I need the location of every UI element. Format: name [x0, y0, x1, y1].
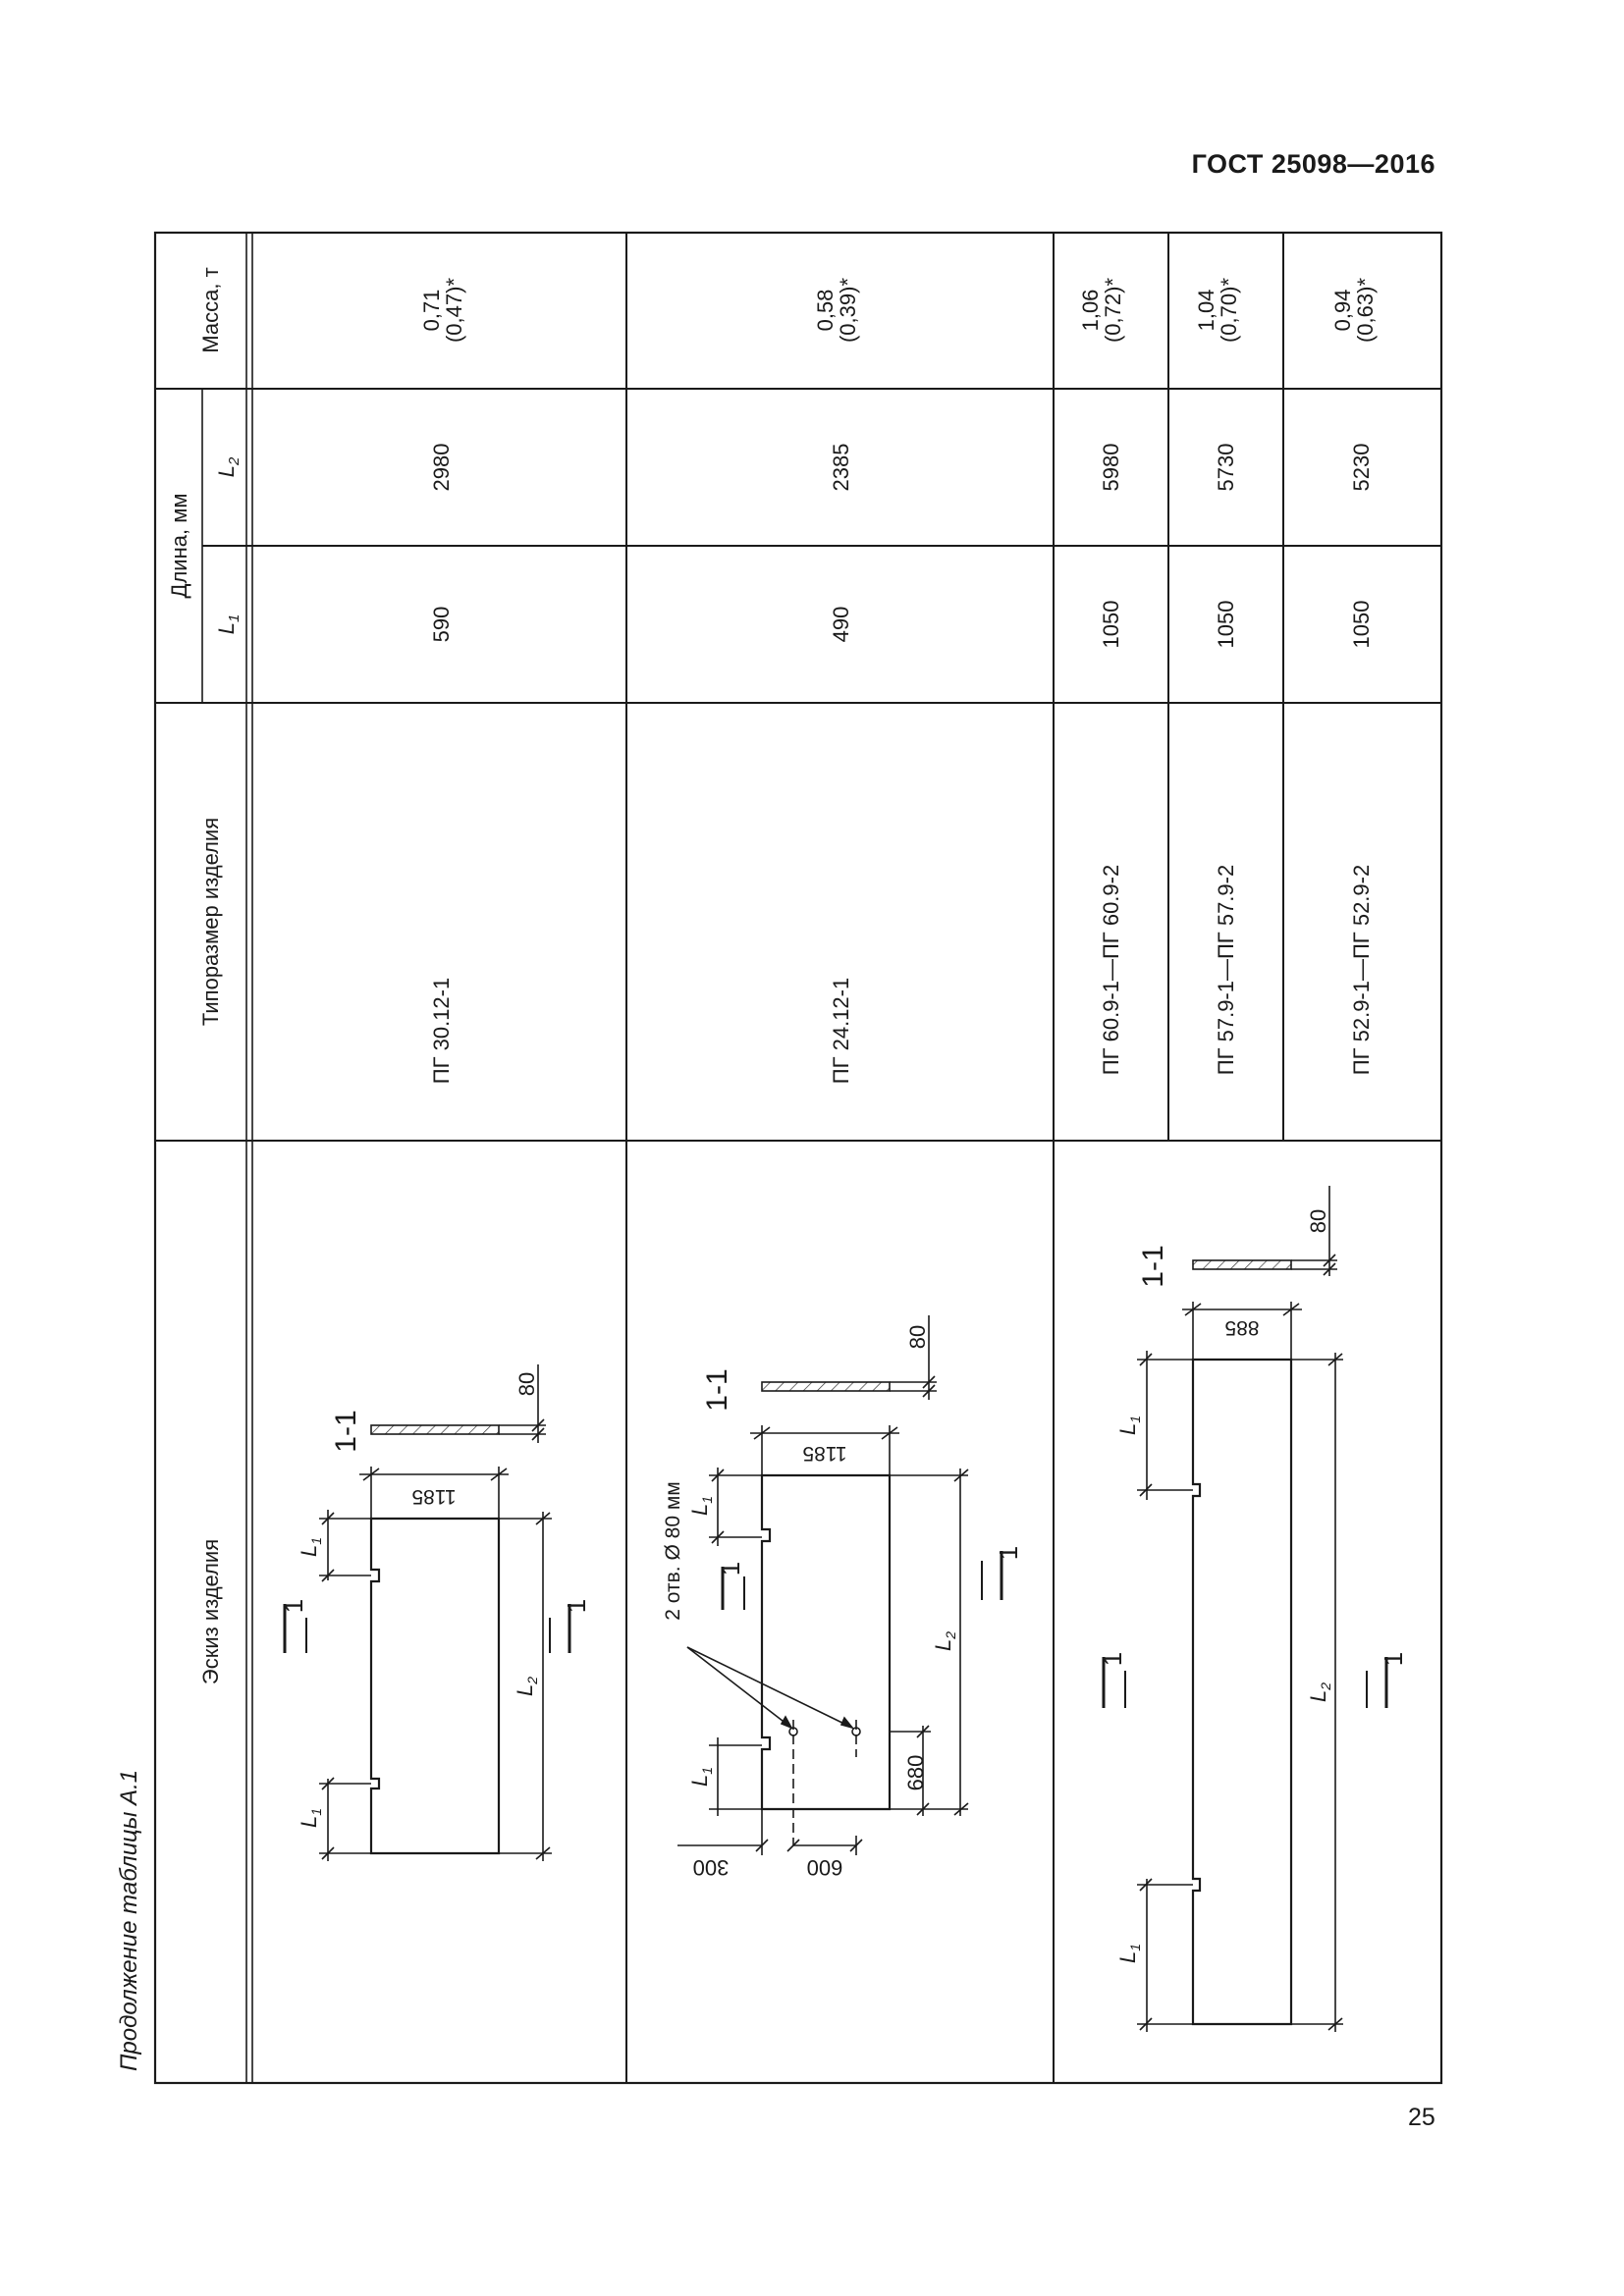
- sketch-1-thickness: 80: [514, 1372, 539, 1396]
- sketch-3-l1-top: L1: [1115, 1415, 1143, 1435]
- row-5-type: ПГ 52.9-1—ПГ 52.9-2: [1349, 865, 1374, 1075]
- page-number: 25: [1408, 2104, 1435, 2131]
- sketch-3-section-label: 1-1: [1137, 1245, 1169, 1287]
- row-1-l1: 590: [429, 607, 454, 643]
- row-2-l1: 490: [829, 607, 853, 643]
- sketch-3-thickness: 80: [1306, 1209, 1330, 1233]
- sketch-3-mark-left: 1: [1098, 1652, 1127, 1666]
- row-2-mass: 0,58: [813, 290, 838, 332]
- sketch-1-section-label: 1-1: [330, 1410, 362, 1452]
- row-3-mass: 1,06: [1078, 290, 1103, 332]
- row-4-l1: 1050: [1214, 601, 1238, 649]
- row-5-l2: 5230: [1349, 444, 1374, 492]
- sketch-3-width: 885: [1224, 1316, 1259, 1339]
- row-1-l2: 2980: [429, 444, 454, 492]
- row-1-mass-alt: (0,47)*: [442, 278, 466, 343]
- sketch-2-width: 1185: [802, 1442, 846, 1465]
- row-3-l2: 5980: [1099, 444, 1123, 492]
- sketch-2-l1-top: L1: [687, 1496, 715, 1516]
- row-2-l2: 2385: [829, 444, 853, 492]
- sketch-2-mark-right: 1: [994, 1546, 1023, 1560]
- sketch-2-l1-bottom: L1: [687, 1767, 715, 1787]
- standard-number: ГОСТ 25098—2016: [1191, 149, 1435, 179]
- row-5-l1: 1050: [1349, 601, 1374, 649]
- row-3-type: ПГ 60.9-1—ПГ 60.9-2: [1099, 865, 1123, 1075]
- sketch-1-mark-right: 1: [562, 1599, 591, 1613]
- sketch-1-mark-left: 1: [279, 1599, 308, 1613]
- table-rows: 0,71 (0,47)* 2980 590 ПГ 30.12-1 0,58 (0…: [419, 278, 1378, 1085]
- sketch-3: [1102, 1186, 1388, 2032]
- sketch-3-l1-bottom: L1: [1115, 1944, 1143, 1963]
- sketch-2-thickness: 80: [905, 1325, 930, 1349]
- row-3-l1: 1050: [1099, 601, 1123, 649]
- sketch-2-mark-left: 1: [716, 1562, 745, 1575]
- header-l1: L1: [214, 614, 243, 635]
- sketch-2-section-label: 1-1: [701, 1368, 733, 1411]
- sketch-1-l1-top: L1: [297, 1537, 324, 1557]
- row-1-type: ПГ 30.12-1: [429, 978, 454, 1084]
- row-4-type: ПГ 57.9-1—ПГ 57.9-2: [1214, 865, 1238, 1075]
- sketch-1: [283, 1364, 571, 1861]
- row-5-mass-alt: (0,63)*: [1353, 278, 1378, 343]
- sketch-3-mark-right: 1: [1379, 1652, 1408, 1666]
- sketch-2-d300: 300: [693, 1855, 730, 1880]
- header-l2: L2: [214, 456, 243, 477]
- sketch-2: [677, 1315, 1003, 1855]
- row-4-mass: 1,04: [1194, 290, 1218, 332]
- header-type: Типоразмер изделия: [198, 818, 223, 1026]
- sketch-1-l2: L2: [513, 1677, 540, 1696]
- row-1-mass: 0,71: [419, 290, 444, 332]
- header-sketch: Эскиз изделия: [198, 1539, 223, 1684]
- sketch-1-l1-bottom: L1: [297, 1808, 324, 1828]
- header-length: Длина, мм: [167, 494, 191, 599]
- header-mass: Масса, т: [198, 267, 223, 352]
- row-4-l2: 5730: [1214, 444, 1238, 492]
- sketch-2-d680: 680: [903, 1755, 928, 1791]
- row-2-type: ПГ 24.12-1: [829, 978, 853, 1084]
- table-grid: [153, 231, 1443, 2085]
- sketch-2-holes-note: 2 отв. Ø 80 мм: [662, 1481, 684, 1620]
- sketch-2-l2: L2: [931, 1631, 958, 1651]
- sketch-3-l2: L2: [1306, 1682, 1333, 1702]
- sketch-2-d600: 600: [807, 1855, 843, 1880]
- row-4-mass-alt: (0,70)*: [1217, 278, 1241, 343]
- row-3-mass-alt: (0,72)*: [1101, 278, 1125, 343]
- sketch-1-width: 1185: [411, 1485, 456, 1508]
- row-2-mass-alt: (0,39)*: [836, 278, 860, 343]
- row-5-mass: 0,94: [1330, 290, 1355, 332]
